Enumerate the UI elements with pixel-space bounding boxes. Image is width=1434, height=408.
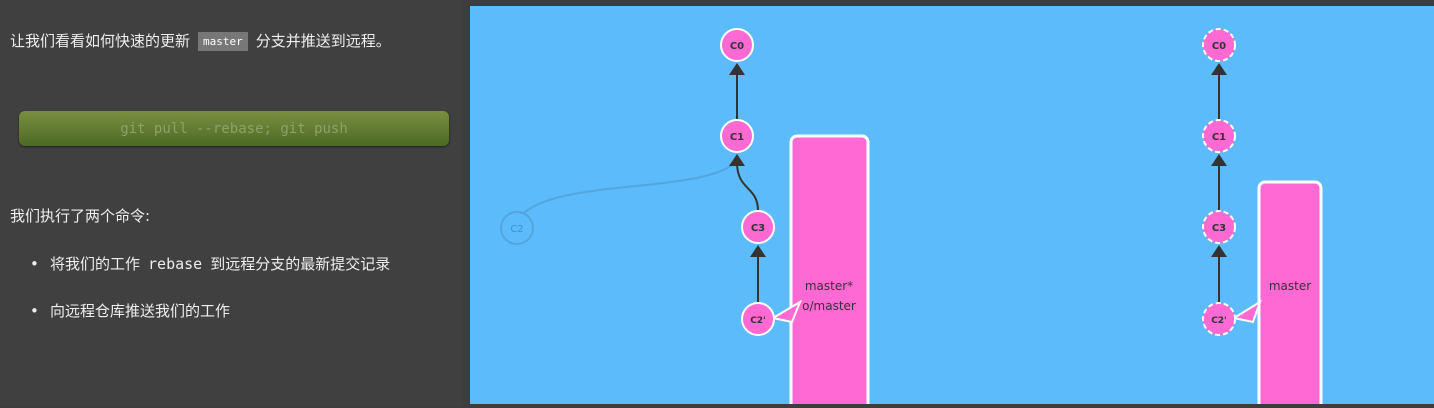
commit-label: C1 <box>730 132 744 143</box>
git-graph-svg: master* o/master master C2 C0 C1 C3 C2' … <box>500 28 1323 408</box>
arrow-icon <box>729 154 745 166</box>
intro-code-chip: master <box>198 32 248 51</box>
commit-c3[interactable] <box>741 210 775 244</box>
commit-c1[interactable] <box>720 119 754 153</box>
arrow-icon <box>1211 154 1227 166</box>
instruction-panel: 让我们看看如何快速的更新 master 分支并推送到远程。 git pull --r… <box>0 0 462 406</box>
intro-text-before: 让我们看看如何快速的更新 <box>10 32 191 50</box>
arrow-icon <box>750 245 766 257</box>
commit-label: C2 <box>510 224 523 235</box>
branch-label-master: master* <box>805 279 853 293</box>
intro-text-after: 分支并推送到远程。 <box>255 32 391 50</box>
remote-commit-c0[interactable] <box>1202 28 1236 62</box>
list-item: • 将我们的工作 rebase 到远程分支的最新提交记录 <box>30 253 390 274</box>
commit-label: C3 <box>1212 223 1226 234</box>
executed-commands-text: 我们执行了两个命令: <box>10 207 151 225</box>
step-code: rebase <box>148 255 203 273</box>
remote-commit-c1[interactable] <box>1202 119 1236 153</box>
commit-c0[interactable] <box>720 28 754 62</box>
commit-label: C0 <box>1212 41 1226 52</box>
ghost-link <box>516 161 737 223</box>
run-command-button[interactable]: git pull --rebase; git push <box>19 111 449 146</box>
bullet-icon: • <box>30 255 39 273</box>
branch-master-local[interactable] <box>789 134 870 408</box>
commit-c2-prime[interactable] <box>741 302 775 336</box>
branch-label-o-master: o/master <box>802 299 856 313</box>
remote-commit-c2-prime[interactable] <box>1202 302 1236 336</box>
step-text-before: 将我们的工作 <box>50 255 141 273</box>
remote-branch-label: master <box>1269 279 1311 293</box>
visualization-canvas: master* o/master master C2 C0 C1 C3 C2' … <box>470 6 1434 408</box>
commit-label: C1 <box>1212 132 1226 143</box>
commit-label: C2' <box>750 316 766 326</box>
branch-pointer-arrow <box>1231 299 1262 324</box>
commit-label: C0 <box>730 41 744 52</box>
arrow-icon <box>1211 63 1227 75</box>
branch-master-remote[interactable] <box>1257 180 1323 408</box>
edge-c3-c1 <box>736 163 759 212</box>
commit-label: C3 <box>751 223 765 234</box>
arrow-icon <box>729 63 745 75</box>
list-item: • 向远程仓库推送我们的工作 <box>30 300 230 321</box>
arrow-icon <box>1211 245 1227 257</box>
step-text-before: 向远程仓库推送我们的工作 <box>50 302 231 320</box>
branch-pointer-arrow <box>770 299 803 324</box>
bullet-icon: • <box>30 302 39 320</box>
remote-commit-c3[interactable] <box>1202 210 1236 244</box>
commit-c2-ghost[interactable] <box>500 211 534 245</box>
step-text-after: 到远程分支的最新提交记录 <box>210 255 391 273</box>
commit-label: C2' <box>1211 316 1227 326</box>
intro-text: 让我们看看如何快速的更新 master 分支并推送到远程。 <box>10 30 391 51</box>
